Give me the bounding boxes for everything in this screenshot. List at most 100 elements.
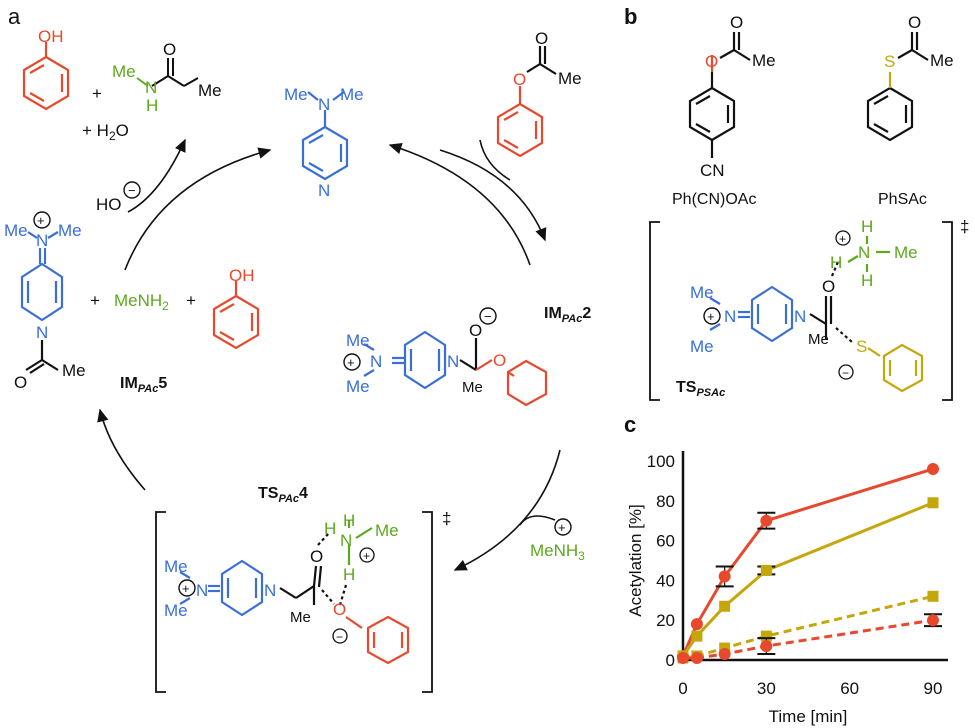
data-point [927,497,939,509]
tspsac-me1: Me [690,283,714,302]
hydroxide-charge [123,181,141,199]
cycle-arrows [97,138,561,571]
tspsac-label: TSPSAc [676,379,725,399]
x-tick-label: 90 [924,679,943,698]
im2-plus: + [347,355,355,370]
ts4-h3: H [343,565,355,584]
amide-h: H [146,96,158,115]
im5-me2: Me [58,221,82,240]
phenol-middle [212,281,260,350]
data-point [690,618,703,631]
data-point [760,640,773,653]
im-pac5 [20,231,64,374]
phcn-o2: O [705,52,718,71]
x-tick-label: 60 [840,679,859,698]
im2-label: IMPAc2 [544,305,591,325]
pa-o-carbonyl: O [535,29,548,48]
ts4-o-top: O [310,547,323,566]
im2-n-ring: N [447,352,459,371]
im5-plus: + [37,213,45,228]
methylammonium-plus: + [558,520,566,535]
panel-label-b: b [624,4,637,29]
ph-sac [866,32,929,142]
im2-minus-charge [479,307,497,325]
tspsac-minus-charge [838,364,854,380]
im5-me3: Me [62,361,86,380]
tspsac-me2: Me [690,337,714,356]
y-axis-label: Acetylation [%] [626,504,645,616]
phenol-product [22,42,70,111]
hydroxide-minus: − [128,183,136,198]
tspsac-me3: Me [808,331,829,348]
im2-n-left: N [370,352,382,371]
ts4-amine-charge [359,547,375,563]
plus-1: + [92,84,102,103]
amide-me2: Me [198,81,222,100]
x-tick-label: 30 [757,679,776,698]
im2-o: O [469,321,482,340]
phsac-me: Me [930,51,954,70]
ts4-me3: Me [290,609,311,626]
plus-2: + [90,291,100,310]
dmap-ring-n: N [318,181,330,200]
im-pac2 [363,330,548,407]
phsac-label: PhSAc [878,191,927,208]
methylammonium: MeNH3 [530,541,585,563]
tspsac-h2: H [861,217,873,236]
ph-cn-oac [688,32,751,158]
data-point [719,600,731,612]
im2-plus-charge [343,353,361,371]
tspsac-n-left: N [724,307,736,326]
y-tick-label: 60 [656,532,675,551]
ts-psac-brackets [649,221,953,401]
tspsac-minus: − [842,366,849,380]
data-point [927,614,939,627]
ts4-n-amine: N [340,531,352,550]
ts4-minus-charge [332,628,348,644]
phcn-me: Me [752,51,776,70]
ts4-me1: Me [164,557,188,576]
y-tick-label: 100 [647,452,675,471]
y-tick-label: 80 [656,492,675,511]
im2-me3: Me [462,379,483,396]
ts4-label: TSPAc4 [258,485,308,505]
ts4-plus: + [182,581,190,596]
data-point [718,570,731,583]
tspsac-h1: H [830,253,842,272]
plus-water: + H2O [82,121,129,143]
x-tick-label: 0 [678,679,687,698]
data-point [690,652,703,665]
dmap-me1: Me [284,85,308,104]
pa-o-ester: O [513,70,526,89]
amide-o: O [163,40,176,59]
im5-me1: Me [4,221,28,240]
methylacetamide [151,58,199,87]
ts4-plus-charge [178,579,196,597]
phsac-o: O [908,13,921,32]
phcn-cn: CN [700,161,725,180]
ts4-minus: − [336,630,343,644]
tspsac-amine-plus: + [839,232,846,246]
data-point [927,462,939,475]
im2-me2: Me [346,377,370,396]
phenol2-oh: OH [229,266,255,285]
tspsac-o: O [822,277,835,296]
im2-me1: Me [346,331,370,350]
data-point [677,652,689,665]
ts4-me-amine: Me [375,521,399,540]
series-line-0 [681,467,934,657]
data-point [760,630,772,642]
tspsac-h3: H [861,271,873,290]
pa-me: Me [558,69,582,88]
phcn-label: Ph(CN)OAc [672,191,756,208]
hydroxide: HO [96,195,122,214]
tspsac-plus: + [707,309,715,324]
tspsac-n-ring: N [794,307,806,326]
ts4-amine-plus: + [363,549,370,563]
ts-psac-structure [709,236,924,393]
dmap-catalyst [301,91,349,181]
im2-minus: − [484,309,492,324]
tspsac-plus-charge [703,307,721,325]
